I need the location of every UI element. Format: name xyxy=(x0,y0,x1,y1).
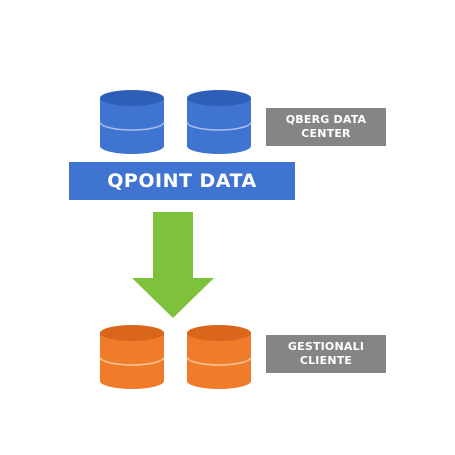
database-icon xyxy=(99,90,165,154)
qberg-label-line1: QBERG DATA xyxy=(285,113,367,126)
gestionali-label-line2: CLIENTE xyxy=(299,354,353,367)
database-icon xyxy=(186,325,252,389)
qpoint-data-label: QPOINT DATA xyxy=(107,170,257,192)
arrow-down-icon xyxy=(132,212,214,318)
gestionali-cliente-label: GESTIONALI CLIENTE xyxy=(266,335,386,373)
database-icon xyxy=(186,90,252,154)
qberg-label-line2: CENTER xyxy=(301,127,351,140)
qpoint-data-bar: QPOINT DATA xyxy=(69,162,295,200)
gestionali-label-line1: GESTIONALI xyxy=(287,340,365,353)
database-icon xyxy=(99,325,165,389)
qberg-data-center-label: QBERG DATA CENTER xyxy=(266,108,386,146)
